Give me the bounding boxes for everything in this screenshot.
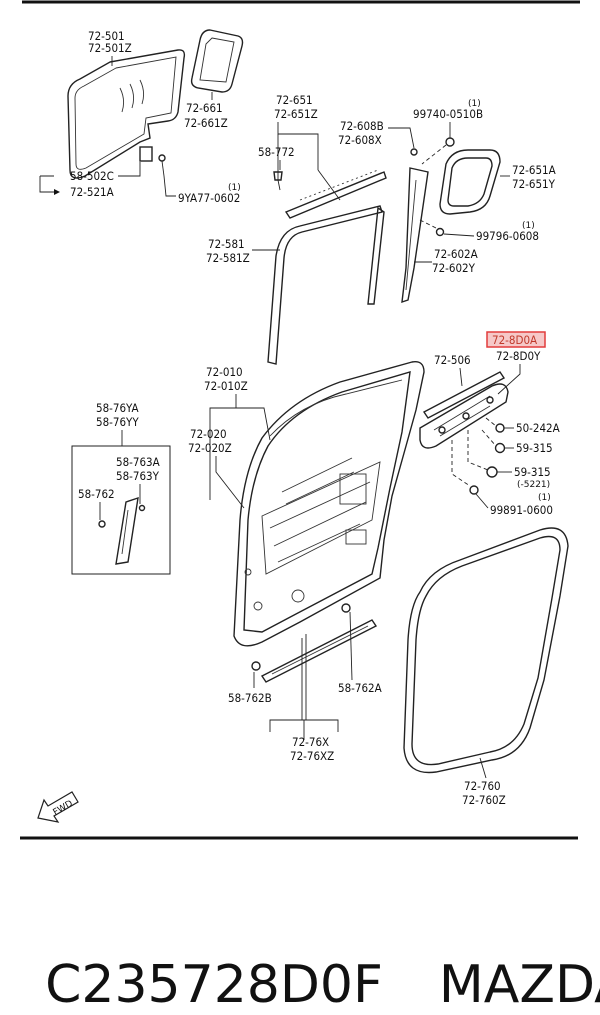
belt-moulding-72-651[interactable]	[284, 169, 387, 219]
label-72-501: 72-501	[88, 29, 125, 43]
label-58-76ya: 58-76YA	[96, 401, 139, 415]
label-72-020z: 72-020Z	[188, 441, 232, 455]
label-99740: 99740-0510B	[413, 107, 483, 121]
label-99891-qty: (1)	[538, 493, 551, 503]
label-72-760z: 72-760Z	[462, 793, 506, 807]
label-72-8d0y: 72-8D0Y	[496, 349, 541, 363]
door-panel-72-010[interactable]	[233, 361, 425, 647]
label-72-651z: 72-651Z	[274, 107, 318, 121]
run-channel-72-581[interactable]	[267, 205, 385, 365]
label-72-602y: 72-602Y	[432, 261, 476, 275]
footer-brand: MAZDA	[438, 955, 600, 1015]
label-72-651: 72-651	[276, 93, 313, 107]
label-9ya77: 9YA77-0602	[178, 191, 240, 205]
label-99796: 99796-0608	[476, 229, 539, 243]
label-58-763y: 58-763Y	[116, 469, 160, 483]
footer-caption: C235728D0F MAZDA	[12, 895, 600, 1015]
nut-50-242a[interactable]	[495, 423, 505, 433]
handle-assembly-72-8d0a[interactable]	[419, 383, 509, 449]
label-72-581: 72-581	[208, 237, 245, 251]
footer-part-number: C235728D0F	[45, 955, 383, 1015]
label-72-020: 72-020	[190, 427, 227, 441]
clip-58-502c[interactable]	[139, 146, 166, 177]
label-72-651y: 72-651Y	[512, 177, 556, 191]
door-weatherstrip-72-760[interactable]	[403, 527, 569, 774]
label-72-661z: 72-661Z	[184, 116, 228, 130]
label-58-762a: 58-762A	[338, 681, 382, 695]
label-72-010z: 72-010Z	[204, 379, 248, 393]
screw-99796[interactable]	[435, 227, 445, 237]
label-72-581z: 72-581Z	[206, 251, 250, 265]
label-72-760: 72-760	[464, 779, 501, 793]
label-72-602a: 72-602A	[434, 247, 478, 261]
label-72-501z: 72-501Z	[88, 41, 132, 55]
label-59-315-b: 59-315	[514, 465, 551, 479]
label-99796-qty: (1)	[522, 221, 535, 231]
highlight-box-72-8d0a	[486, 331, 546, 348]
label-58-763a: 58-763A	[116, 455, 160, 469]
fwd-arrow-icon: FWD	[37, 791, 79, 823]
label-72-608b: 72-608B	[340, 119, 384, 133]
label-58-762: 58-762	[78, 487, 115, 501]
moulding-72-506[interactable]	[422, 371, 506, 419]
label-58-772: 58-772	[258, 145, 295, 159]
label-72-8d0a[interactable]: 72-8D0A	[492, 333, 537, 347]
label-72-76xz: 72-76XZ	[290, 749, 334, 763]
label-50-242a: 50-242A	[516, 421, 560, 435]
quarter-seal-72-661[interactable]	[190, 29, 244, 93]
label-72-76x: 72-76X	[292, 735, 329, 749]
label-59-315-a: 59-315	[516, 441, 553, 455]
inset-box-58-76ya	[71, 445, 171, 575]
nut-59-315-b[interactable]	[486, 466, 498, 478]
label-72-608x: 72-608X	[338, 133, 382, 147]
label-58-762b: 58-762B	[228, 691, 272, 705]
label-58-76yy: 58-76YY	[96, 415, 139, 429]
label-72-010: 72-010	[206, 365, 243, 379]
fixed-glass-72-651a[interactable]	[439, 149, 501, 215]
label-99891: 99891-0600	[490, 503, 553, 517]
screw-99891[interactable]	[469, 485, 479, 495]
lower-moulding-72-76x[interactable]	[251, 603, 378, 683]
label-99740-qty: (1)	[468, 99, 481, 109]
label-72-651a: 72-651A	[512, 163, 556, 177]
quarter-glass-72-501[interactable]	[67, 49, 186, 179]
garnish-58-763a[interactable]	[98, 496, 146, 565]
label-72-521a: 72-521A	[70, 185, 114, 199]
channel-72-608b[interactable]	[401, 148, 429, 304]
label-5221: (-5221)	[517, 480, 550, 490]
label-72-506: 72-506	[434, 353, 471, 367]
label-9ya77-qty: (1)	[228, 183, 241, 193]
nut-59-315-a[interactable]	[494, 442, 506, 454]
clip-58-772[interactable]	[273, 171, 283, 191]
label-58-502c: 58-502C	[70, 169, 114, 183]
screw-99740[interactable]	[445, 137, 455, 147]
label-72-661: 72-661	[186, 101, 223, 115]
